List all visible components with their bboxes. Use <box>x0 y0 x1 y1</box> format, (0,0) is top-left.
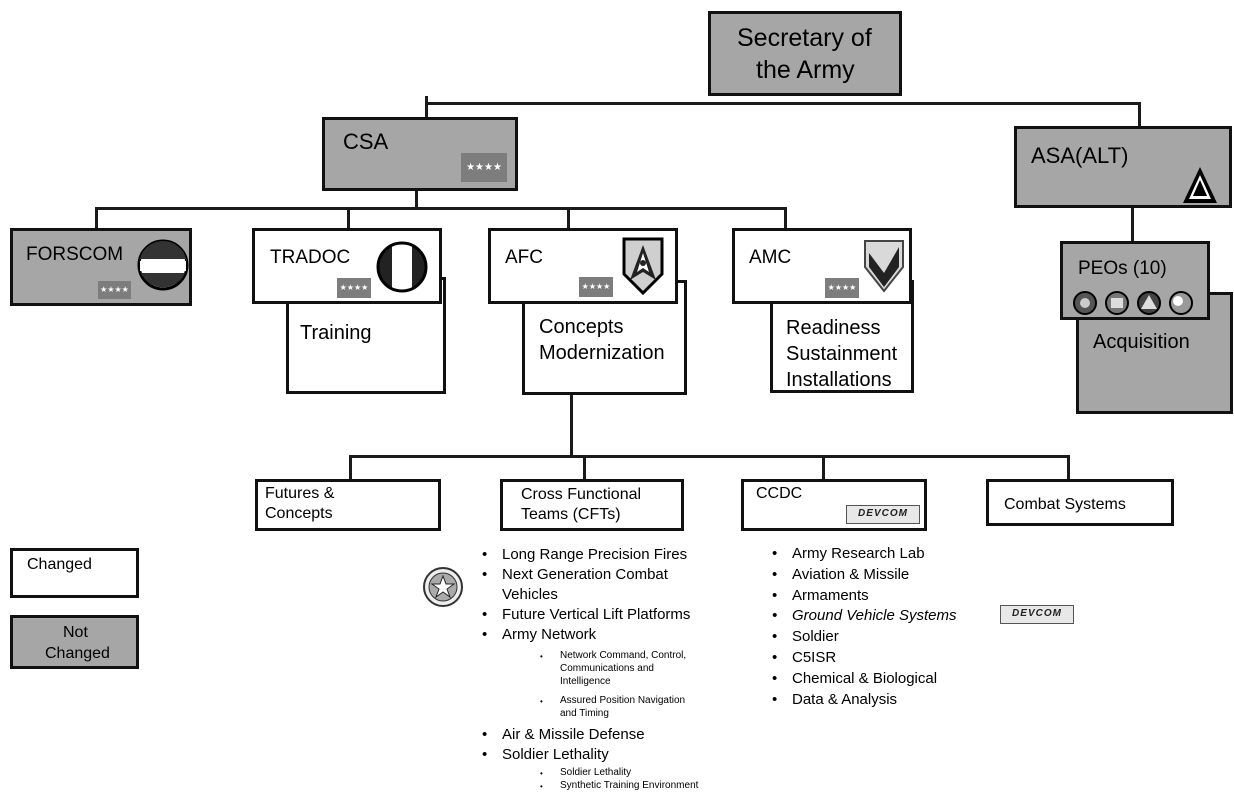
legend-not-changed-box: Not Changed <box>10 615 139 669</box>
forscom-label: FORSCOM <box>26 244 124 265</box>
combat-systems-box: Combat Systems <box>986 479 1174 526</box>
amc-box: AMC ★★★★ <box>732 228 912 304</box>
list-item: Soldier Lethality <box>480 745 645 765</box>
connector <box>1138 102 1141 128</box>
csa-label: CSA <box>343 129 389 154</box>
list-item: Army Research Lab <box>770 544 957 565</box>
list-item: Long Range Precision Fires <box>480 545 690 565</box>
amc-mission-line2: Sustainment <box>786 343 898 365</box>
cft-continuation <box>502 588 542 602</box>
tradoc-label: TRADOC <box>270 247 351 268</box>
list-item: Armaments <box>770 586 957 607</box>
peos-sub-box: Acquisition <box>1076 292 1233 414</box>
list-item: Intelligence <box>560 676 611 687</box>
futures-concepts-box: Futures & Concepts <box>255 479 441 531</box>
tradoc-box: TRADOC ★★★★ <box>252 228 442 304</box>
afc-mission-line2: Modernization <box>539 342 665 364</box>
general-rank-insignia: ★★★★ <box>98 281 131 299</box>
list-item: and Timing <box>560 708 609 719</box>
peos-box: PEOs (10) <box>1060 241 1210 320</box>
amc-label: AMC <box>749 247 792 268</box>
connector <box>570 394 573 457</box>
cft-line1: Cross Functional <box>521 486 642 503</box>
asa-alt-emblem-icon <box>1183 167 1217 203</box>
amc-emblem-icon <box>864 240 904 293</box>
tradoc-mission: Training <box>300 322 372 344</box>
list-item: Ground Vehicle Systems <box>770 606 957 627</box>
list-item: Army Network <box>480 625 690 645</box>
connector <box>567 207 570 230</box>
devcom-logo: DEVCOM <box>846 505 920 524</box>
legend-not-changed-line1: Not <box>63 624 88 641</box>
general-rank-insignia: ★★★★ <box>337 278 371 298</box>
amc-mission-line3: Installations <box>786 369 892 391</box>
list-item: C5ISR <box>770 648 957 669</box>
cft-line2: Teams (CFTs) <box>521 506 621 523</box>
afc-emblem-icon <box>622 237 664 296</box>
connector <box>425 102 1140 105</box>
devcom-logo: DEVCOM <box>1000 605 1074 624</box>
list-item: Future Vertical Lift Platforms <box>480 605 690 625</box>
list-item: Vehicles <box>502 586 558 603</box>
afc-label: AFC <box>505 247 543 268</box>
list-item: Synthetic Training Environment <box>560 780 699 791</box>
connector <box>1067 455 1070 479</box>
list-item: Communications and <box>560 663 654 674</box>
general-rank-insignia: ★★★★ <box>579 277 613 297</box>
cft-list: Long Range Precision Fires Next Generati… <box>480 545 690 645</box>
afc-box: AFC ★★★★ <box>488 228 678 304</box>
cft-seal-icon <box>423 567 463 607</box>
forscom-emblem-icon <box>137 239 189 291</box>
connector <box>349 455 352 479</box>
secretary-title-line2: the Army <box>756 56 855 84</box>
cross-functional-teams-box: Cross Functional Teams (CFTs) <box>500 479 684 531</box>
cft-list-continued: Air & Missile Defense Soldier Lethality <box>480 725 645 765</box>
secretary-of-army-box: Secretary of the Army <box>708 11 902 96</box>
list-item: Data & Analysis <box>770 690 957 711</box>
ccdc-label: CCDC <box>756 485 803 502</box>
futures-concepts-line1: Futures & <box>265 485 335 502</box>
csa-box: CSA ★★★★ <box>322 117 518 191</box>
list-item: Next Generation Combat <box>480 565 690 585</box>
list-item: Soldier Lethality <box>560 767 632 778</box>
list-item: Aviation & Missile <box>770 565 957 586</box>
list-item: Soldier <box>770 627 957 648</box>
secretary-title-line1: Secretary of <box>737 24 872 52</box>
list-item: Network Command, Control, <box>560 650 687 661</box>
ccdc-box: CCDC DEVCOM <box>741 479 927 531</box>
connector <box>822 455 825 479</box>
list-item: Chemical & Biological <box>770 669 957 690</box>
afc-mission-line1: Concepts <box>539 316 624 338</box>
futures-concepts-line2: Concepts <box>265 505 333 522</box>
connector <box>95 207 98 230</box>
asa-alt-label: ASA(ALT) <box>1031 143 1129 168</box>
peos-label: PEOs (10) <box>1078 258 1167 279</box>
connector <box>349 455 1070 458</box>
connector <box>347 207 350 230</box>
asa-alt-box: ASA(ALT) <box>1014 126 1232 208</box>
peo-insignia-icon <box>1073 291 1193 315</box>
connector <box>95 207 787 210</box>
connector <box>1131 205 1134 243</box>
general-rank-insignia: ★★★★ <box>825 278 859 298</box>
connector <box>425 96 428 104</box>
connector <box>415 190 418 210</box>
legend-changed-box: Changed <box>10 548 139 598</box>
peos-mission: Acquisition <box>1093 331 1190 353</box>
tradoc-emblem-icon <box>376 241 428 293</box>
connector <box>784 207 787 230</box>
legend-not-changed-line2: Changed <box>45 645 110 662</box>
combat-systems-label: Combat Systems <box>1004 496 1126 513</box>
legend-changed-label: Changed <box>27 556 92 573</box>
list-item: Air & Missile Defense <box>480 725 645 745</box>
amc-mission-line1: Readiness <box>786 317 881 339</box>
connector <box>425 102 428 119</box>
general-rank-insignia: ★★★★ <box>461 153 507 182</box>
list-item: Assured Position Navigation <box>560 695 686 706</box>
ccdc-list: Army Research Lab Aviation & Missile Arm… <box>770 544 957 710</box>
forscom-box: FORSCOM ★★★★ <box>10 228 192 306</box>
connector <box>583 455 586 479</box>
